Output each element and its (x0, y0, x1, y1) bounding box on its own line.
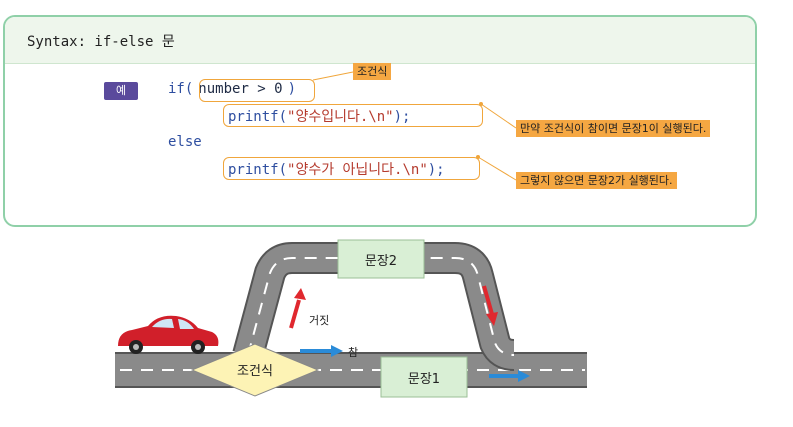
false-label: 거짓 (309, 314, 329, 327)
syntax-title: Syntax: if-else 문 (27, 34, 175, 50)
return-path-arrow (482, 285, 498, 326)
true-label: 참 (348, 346, 358, 359)
condition-diamond-label: 조건식 (237, 364, 273, 379)
statement1-label: 문장1 (408, 372, 440, 387)
condition-text: number > 0 (198, 81, 283, 97)
flow-diagram: 문장2 문장1 조건식 거짓 참 (115, 239, 587, 398)
code-line-printf2: printf("양수가 아닙니다.\n"); (228, 159, 445, 179)
statement1-box (380, 356, 468, 398)
syntax-header (5, 17, 755, 64)
true-path-arrow (300, 345, 343, 357)
printf2-string: "양수가 아닙니다.\n" (287, 162, 428, 178)
printf2-end: ); (427, 162, 445, 178)
statement2-label: 문장2 (365, 254, 397, 269)
printf1-fn: printf( (228, 109, 288, 125)
false-connector (477, 156, 517, 181)
printf2-fn: printf( (228, 162, 288, 178)
exit-arrow (489, 370, 530, 382)
statement1-highlight (223, 104, 483, 127)
printf1-end: ); (393, 109, 411, 125)
condition-note: 조건식 (353, 63, 392, 80)
condition-connector (312, 71, 354, 81)
if-close: ) (287, 81, 297, 97)
loop-road-center-line (247, 257, 515, 356)
true-connector (480, 103, 517, 129)
else-keyword: else (168, 134, 202, 150)
true-note: 만약 조건식이 참이면 문장1이 실행된다. (516, 120, 711, 137)
condition-highlight (199, 79, 315, 102)
if-keyword: if( (168, 81, 194, 97)
code-line-if: if(number > 0) (168, 81, 296, 97)
false-note: 그렇지 않으면 문장2가 실행된다. (516, 172, 677, 189)
false-path-arrow (289, 288, 306, 329)
car-icon (118, 315, 219, 354)
condition-diamond (190, 343, 320, 397)
printf1-string: "양수입니다.\n" (287, 109, 394, 125)
statement2-box (337, 239, 425, 279)
statement2-highlight (223, 157, 480, 180)
code-line-printf1: printf("양수입니다.\n"); (228, 106, 410, 126)
note-connectors (312, 71, 517, 181)
example-badge: 예 (104, 82, 138, 100)
